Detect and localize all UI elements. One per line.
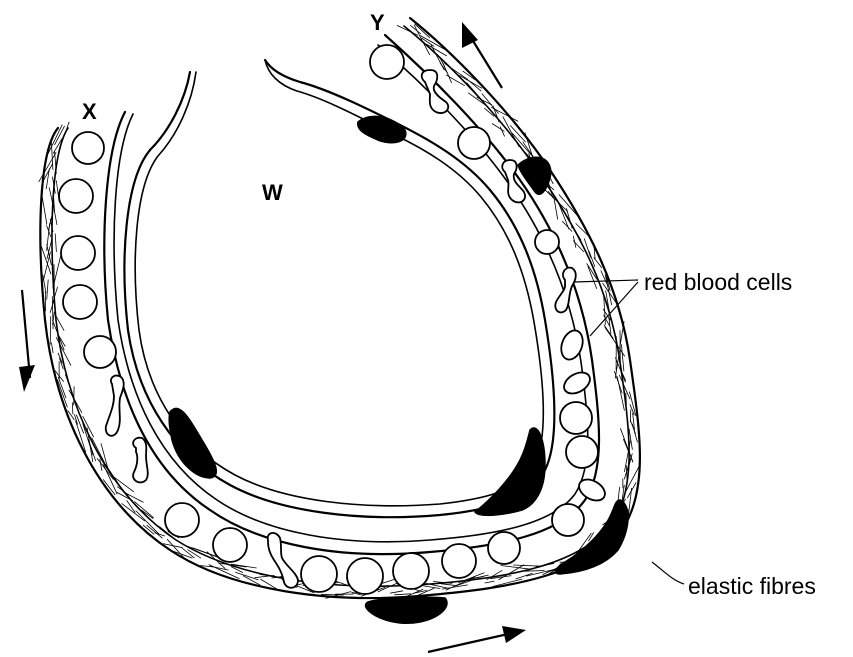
red-blood-cell [393, 553, 429, 589]
elastic-fibre [512, 133, 533, 157]
leader-line-elastic-fibres [652, 562, 684, 584]
label-red-blood-cells: red blood cells [644, 269, 792, 295]
elastic-fibre [72, 402, 73, 414]
elastic-fibre [516, 573, 533, 579]
elastic-fibre [573, 236, 576, 248]
flow-arrow-top [462, 22, 502, 88]
elastic-fibre [394, 594, 411, 595]
nucleus [169, 408, 216, 478]
elastic-fibre [46, 169, 49, 190]
red-blood-cell [59, 179, 93, 213]
elastic-fibre [441, 584, 457, 586]
elastic-fibre [51, 343, 53, 353]
red-blood-cell [63, 285, 97, 319]
label-x: X [82, 99, 97, 124]
elastic-fibre [627, 483, 636, 499]
red-blood-cell [442, 544, 476, 578]
elastic-fibre [513, 565, 541, 566]
red-blood-cell [347, 558, 383, 594]
nucleus [518, 157, 551, 194]
label-y: Y [370, 10, 385, 35]
red-blood-cell [488, 532, 520, 564]
flow-arrow-bottom [428, 626, 526, 652]
elastic-fibre [55, 234, 56, 252]
nucleus [358, 116, 406, 142]
nucleus [475, 428, 545, 515]
red-blood-cell [301, 556, 337, 592]
elastic-fibre [50, 316, 51, 344]
elastic-fibre [390, 591, 403, 593]
elastic-fibre [414, 25, 430, 55]
elastic-fibre [621, 344, 624, 371]
folded-red-blood-cell [106, 376, 124, 436]
elastic-fibre [100, 459, 102, 471]
elastic-fibre [485, 581, 495, 583]
elastic-fibre [620, 428, 632, 462]
red-blood-cell [165, 503, 199, 537]
outer-wall [40, 18, 640, 598]
elastic-fibre [631, 421, 636, 434]
red-blood-cell [72, 132, 104, 164]
red-blood-cell [566, 436, 598, 468]
elastic-fibre [47, 280, 49, 300]
label-elastic-fibres: elastic fibres [688, 573, 816, 599]
elastic-fibre [50, 301, 54, 313]
red-blood-cell [560, 368, 593, 398]
red-blood-cell [552, 504, 584, 536]
elastic-fibre [630, 410, 631, 423]
elastic-fibre [431, 45, 444, 70]
red-blood-cell [213, 528, 247, 562]
red-blood-cell [84, 336, 116, 368]
red-blood-cell [560, 402, 592, 434]
red-blood-cell [575, 475, 608, 505]
nucleus [366, 597, 447, 623]
red-blood-cell [557, 327, 586, 362]
red-blood-cell [370, 45, 404, 79]
elastic-fibre [604, 325, 614, 339]
flow-arrow-left [19, 290, 35, 392]
red-blood-cell [535, 230, 559, 254]
elastic-fibre [47, 244, 52, 265]
red-blood-cell [458, 127, 490, 159]
elastic-fibre [53, 203, 57, 225]
label-w: W [262, 180, 283, 205]
red-blood-cell [61, 236, 95, 270]
elastic-fibre [501, 566, 532, 570]
folded-red-blood-cell [133, 438, 148, 483]
elastic-fibres-texture [39, 24, 640, 599]
